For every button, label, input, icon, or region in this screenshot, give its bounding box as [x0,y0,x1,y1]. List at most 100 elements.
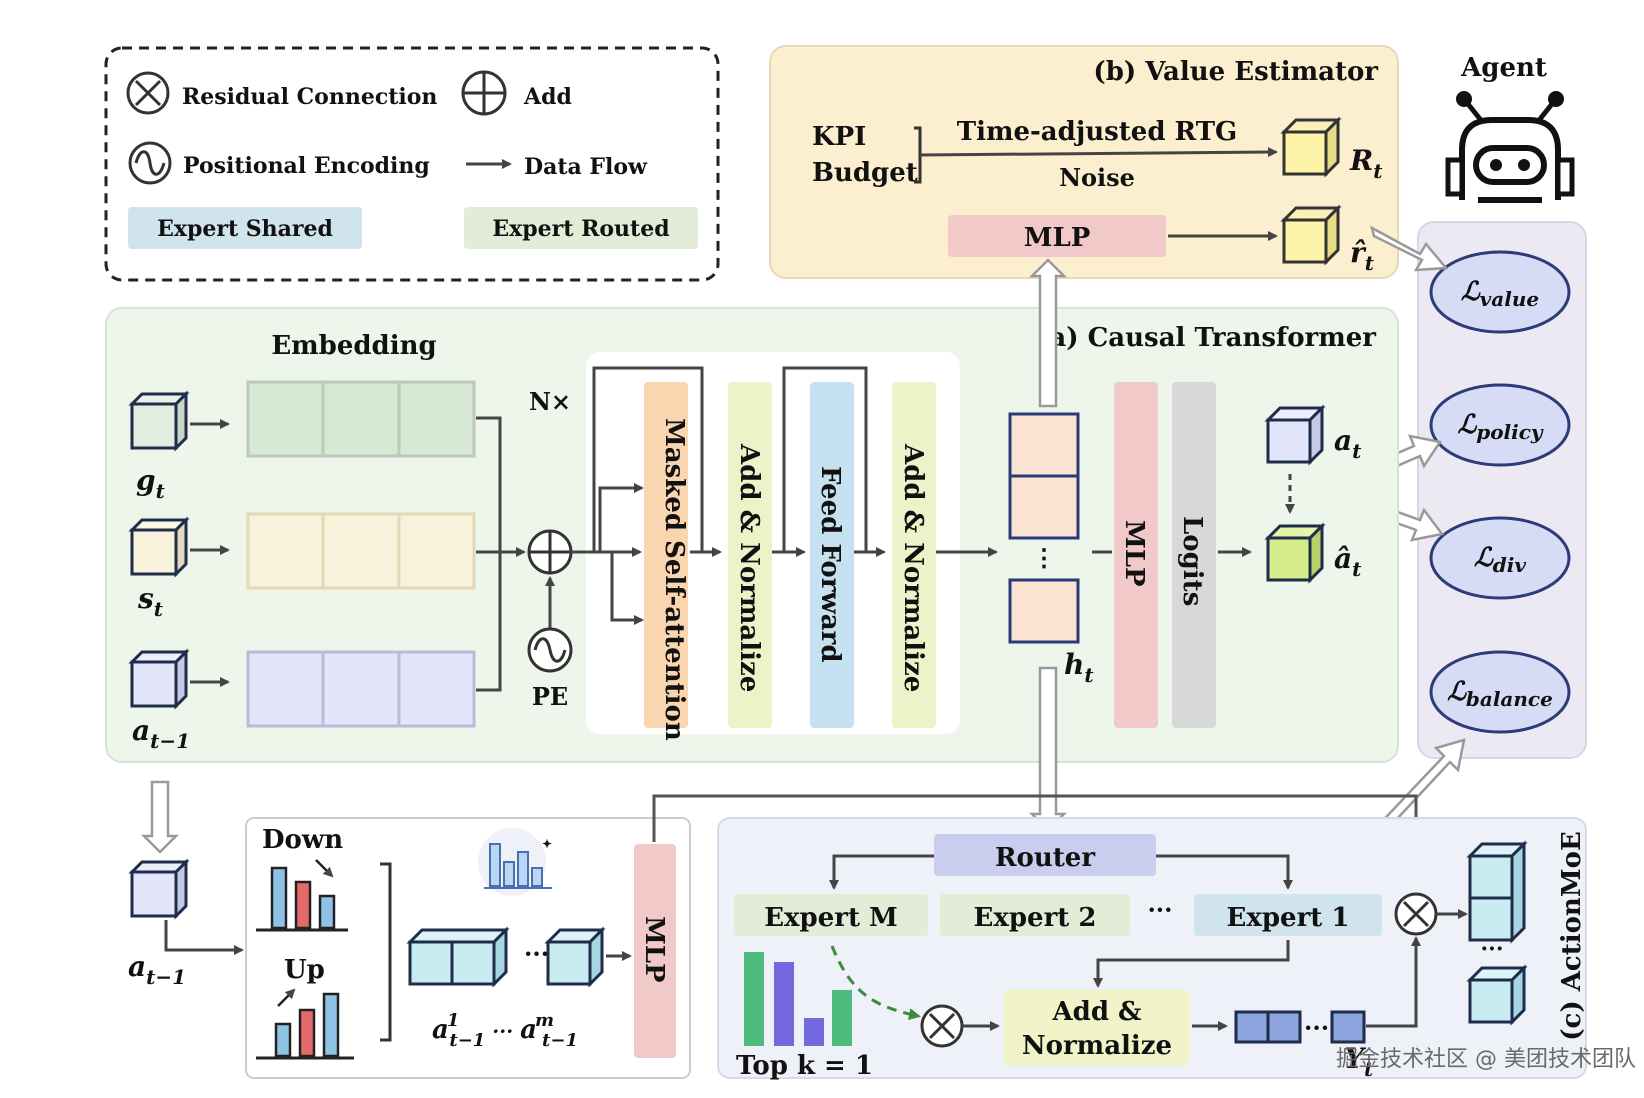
masked-attention-label: Masked Self-attention [659,418,689,741]
robot-icon [1445,91,1575,203]
svg-text:···: ··· [1481,936,1504,962]
topk-label: Top k = 1 [736,1051,873,1081]
transformer-mlp-bar [1114,382,1158,728]
at-cube-icon [1264,404,1326,466]
embedding-row-a [246,650,476,728]
down-label: Down [262,825,343,855]
svg-text:ℒvalue: ℒvalue [1461,277,1539,311]
expert-routed-swatch [464,207,698,249]
pe-label: PE [532,682,568,711]
yt-label: Yt [1344,1042,1374,1081]
router-box [934,834,1156,876]
rhat-label: r̂t [1350,236,1375,275]
nx-label: N× [529,387,571,416]
svg-text:ℒdiv: ℒdiv [1474,543,1526,577]
gt-label: gt [136,464,166,503]
ht-label: ht [1064,648,1094,687]
expert-1-box[interactable] [1194,894,1382,936]
add-icon [461,70,507,116]
residual-loop-2 [782,366,868,552]
value-mlp-box [948,215,1166,257]
transformer-mlp-label: MLP [1119,520,1149,587]
embedding-bracket [476,416,502,692]
ahat-label: ât [1334,542,1362,581]
pe-wave-icon [527,627,573,673]
addnorm-label-1: Add & Normalize [734,443,764,692]
svg-text:⋮: ⋮ [1032,543,1056,572]
transformer-panel: (a) Causal Transformer Embedding gt st a… [105,307,1399,763]
kpi-label: KPI [812,122,866,152]
residual-loop-1 [592,366,704,552]
addnorm-bar-2 [892,382,936,728]
bar-chart-icon: ✦ [478,828,552,896]
moe-addnorm-box [1004,990,1190,1066]
topk-gate-arrow [830,945,921,1021]
moe-output-stack: ··· [1466,840,1528,1026]
hidden-state-stack: ⋮ [1008,412,1080,644]
masked-v-arrow [610,552,644,625]
expert-m-box[interactable] [734,894,928,936]
legend-data-flow-label: Data Flow [524,154,648,180]
router-to-expert-m-arrow [829,854,934,890]
rhat-cube-icon [1280,204,1342,266]
expert-dots: ··· [1147,895,1172,924]
noise-label: Noise [1059,163,1135,192]
value-mlp-label: MLP [1024,223,1091,253]
down-bars-icon [256,859,348,932]
at-label: at [1334,424,1362,463]
legend-border [104,46,720,282]
moe-output-residual-icon [1394,892,1438,936]
svg-text:ℒpolicy: ℒpolicy [1457,410,1543,444]
svg-text:···: ··· [1304,1013,1329,1042]
router-label: Router [995,843,1095,873]
time-adjusted-label: Time-adjusted RTG [957,117,1238,147]
expert-2-box[interactable] [940,894,1130,936]
expert-2-label: Expert 2 [974,903,1097,933]
expert-m-label: Expert M [764,903,898,933]
addnorm-label-2: Add & Normalize [898,443,928,692]
residual-connection-icon [126,71,170,115]
value-estimator-panel: (b) Value Estimator KPI Budget Time-adju… [769,45,1399,279]
moe-addnorm-line1: Add & [1051,997,1141,1027]
lower-at-prev-label: at−1 [128,950,186,989]
legend-add-label: Add [523,84,572,110]
action-moe-panel: (c) ActionMoE Router Expert M Expert 2 ·… [717,817,1587,1081]
up-label: Up [284,955,325,985]
logits-label: Logits [1177,516,1207,606]
rt-label: Rt [1349,144,1383,183]
expert1-to-addnorm-arrow [1093,940,1290,988]
expert-1-label: Expert 1 [1227,903,1350,933]
masked-attention-bar [644,382,688,728]
loss-policy: ℒpolicy [1429,383,1571,467]
at-prev-cube-icon [128,648,190,710]
masked-k-arrow [598,483,644,552]
expert-shared-swatch [128,207,362,249]
st-label: st [137,582,164,621]
gt-cube-icon [128,390,190,452]
pe-add-icon [527,529,573,575]
feed-forward-bar [810,382,854,728]
svg-text:✦: ✦ [542,837,552,851]
watermark: 掘金技术社区 @ 美团技术团队 [1336,1047,1636,1072]
legend-expert-shared-label: Expert Shared [157,216,333,242]
augmented-sequence: ··· [406,926,606,988]
svg-text:···: ··· [524,939,549,968]
embedding-label: Embedding [271,331,436,361]
rtg-arrow [919,147,1278,158]
updown-bracket [380,862,392,1042]
topk-bars [744,952,852,1046]
up-bars-icon [256,988,354,1060]
lower-left-section: at−1 Down Up ✦ [128,794,1421,1079]
legend: Residual Connection Add Positional Encod… [104,46,720,282]
addnorm-bar-1 [728,382,772,728]
rt-cube-icon [1280,116,1342,178]
logits-bar [1172,382,1216,728]
st-cube-icon [128,516,190,578]
transformer-title: (a) Causal Transformer [1037,323,1376,353]
lower-at-prev-cube-icon [128,858,190,920]
yt-vector: ··· [1234,1010,1366,1044]
agent-label: Agent [1460,53,1547,83]
value-estimator-title: (b) Value Estimator [1093,57,1378,87]
